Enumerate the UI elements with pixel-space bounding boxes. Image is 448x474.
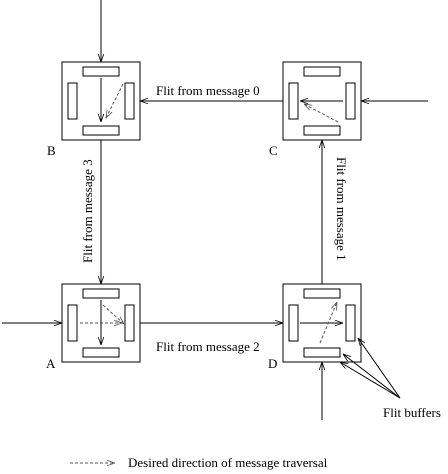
flit-buffer — [124, 82, 135, 120]
flit-buffer — [345, 304, 356, 342]
desired-arrow-c — [304, 104, 339, 123]
router-label-c: C — [269, 143, 278, 158]
callout-line — [343, 354, 401, 399]
desired-arrow-a-turn — [102, 304, 124, 324]
flit-buffer — [82, 66, 120, 77]
message-label-0: Flit from message 0 — [156, 83, 260, 98]
flit-buffer — [288, 82, 299, 120]
channels — [2, 0, 428, 420]
legend-text: Desired direction of message traversal — [128, 455, 328, 470]
flit-buffer — [82, 125, 120, 136]
flit-buffer — [303, 347, 341, 358]
message-label-3: Flit from message 3 — [80, 159, 95, 263]
flit-buffer — [124, 304, 135, 342]
router-label-d: D — [268, 356, 277, 371]
desired-arrow-b — [106, 83, 124, 118]
flit-buffer — [345, 82, 356, 120]
flit-buffers-label: Flit buffers — [383, 405, 441, 420]
flit-buffer — [67, 82, 78, 120]
flit-buffer — [303, 66, 341, 77]
flit-buffer — [303, 288, 341, 299]
flit-buffer — [67, 304, 78, 342]
router-label-b: B — [47, 143, 56, 158]
flit-buffer — [288, 304, 299, 342]
internal-arrows — [80, 78, 343, 345]
flit-buffer — [82, 347, 120, 358]
callout-line — [340, 362, 401, 399]
router-label-a: A — [46, 356, 56, 371]
message-label-2: Flit from message 2 — [156, 339, 260, 354]
flit-buffer — [303, 125, 341, 136]
desired-arrow-d — [319, 302, 337, 344]
message-label-1: Flit from message 1 — [334, 157, 349, 261]
callout-line — [358, 338, 401, 399]
flit-buffer — [82, 288, 120, 299]
callout-lines — [340, 338, 401, 399]
